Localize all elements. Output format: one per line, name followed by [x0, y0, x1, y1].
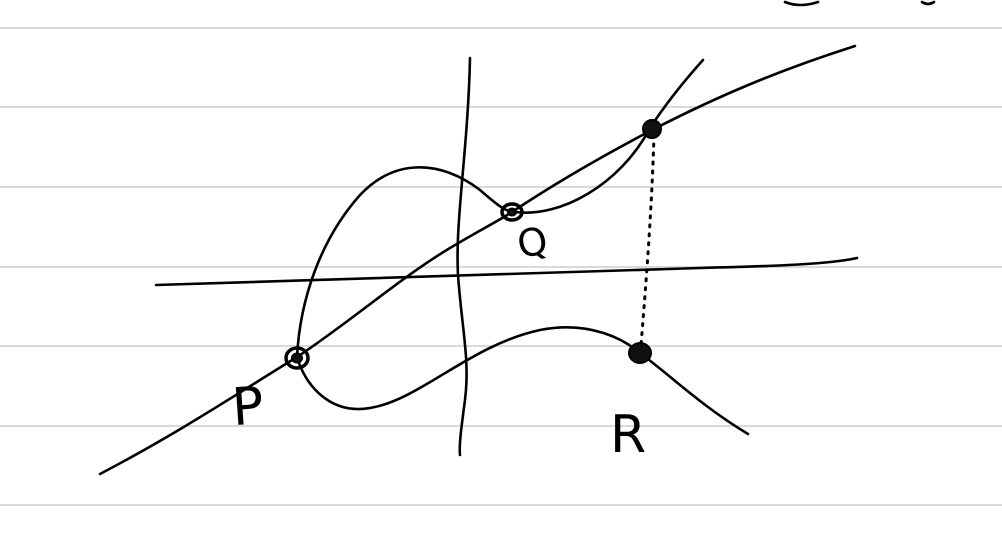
- x-axis: [154, 256, 859, 287]
- point-p-marker: [284, 346, 310, 370]
- edge-mark: [783, 0, 820, 7]
- label-r: R: [610, 405, 646, 465]
- reflection-line: [639, 133, 656, 347]
- point-r-marker: [628, 342, 652, 364]
- point-q-marker: [500, 202, 524, 222]
- y-axis: [456, 56, 472, 457]
- ruled-lines: [0, 27, 1002, 506]
- curve-lower-branch: [295, 325, 750, 436]
- label-q: Q: [513, 218, 551, 267]
- secant-line: [98, 44, 857, 476]
- intersection-point-marker: [642, 119, 662, 139]
- label-p: P: [230, 376, 265, 438]
- edge-mark: [920, 0, 936, 6]
